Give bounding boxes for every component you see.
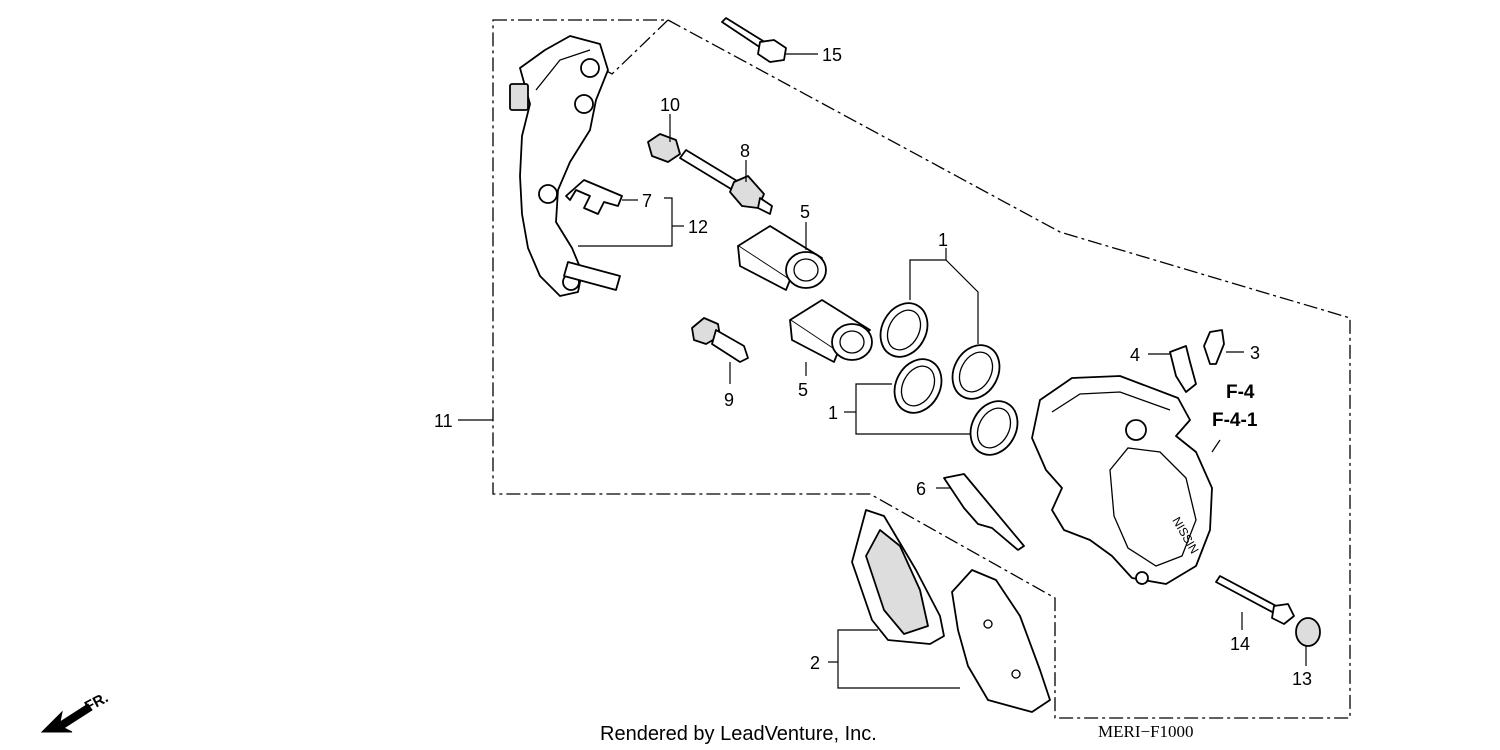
pin-cap-10 xyxy=(647,133,681,163)
callout-1-upper: 1 xyxy=(938,230,948,250)
caliper-bracket xyxy=(509,35,621,297)
callout-numbers: 15 10 8 7 12 5 1 9 5 1 11 6 2 4 3 14 13 xyxy=(434,45,1312,689)
footer-credit: Rendered by LeadVenture, Inc. xyxy=(600,723,877,745)
callout-11: 11 xyxy=(434,411,453,431)
callout-14: 14 xyxy=(1230,634,1250,654)
boot-13 xyxy=(1295,617,1321,647)
callout-6: 6 xyxy=(916,479,926,499)
callout-5-lower: 5 xyxy=(798,380,808,400)
reference-labels: F-4 F-4-1 xyxy=(1212,382,1258,431)
pad-spring-6 xyxy=(943,473,1025,551)
piston-lower xyxy=(789,299,873,363)
bolt-15 xyxy=(721,17,787,63)
callout-2: 2 xyxy=(810,653,820,673)
callout-15: 15 xyxy=(822,45,842,65)
callout-13: 13 xyxy=(1292,669,1312,689)
diagram-code: MERI−F1000 xyxy=(1098,722,1194,741)
front-direction-arrow: FR. xyxy=(40,689,111,733)
leader-lines xyxy=(458,53,1307,689)
pad-spring-clip xyxy=(565,179,623,215)
callout-9: 9 xyxy=(724,390,734,410)
piston-seals xyxy=(879,302,1019,456)
slide-pin-8 xyxy=(679,149,773,215)
bleeder-cap-4 xyxy=(1169,345,1197,393)
arrow-icon xyxy=(40,703,93,733)
piston-upper xyxy=(737,225,827,291)
callout-4: 4 xyxy=(1130,345,1140,365)
callout-7: 7 xyxy=(642,191,652,211)
bolt-9 xyxy=(691,317,749,363)
caliper-body: NISSIN xyxy=(1031,375,1213,585)
reference-f4: F-4 xyxy=(1226,382,1255,403)
callout-10: 10 xyxy=(660,95,680,115)
brake-pad-front xyxy=(851,509,945,645)
callout-8: 8 xyxy=(740,141,750,161)
callout-1-lower: 1 xyxy=(828,403,838,423)
callout-5-upper: 5 xyxy=(800,202,810,222)
pin-bolt-14 xyxy=(1215,575,1295,625)
brake-pad-rear xyxy=(951,569,1051,713)
callout-3: 3 xyxy=(1250,343,1260,363)
reference-f4-1: F-4-1 xyxy=(1212,410,1258,431)
bleeder-valve-3 xyxy=(1203,329,1225,365)
callout-12: 12 xyxy=(688,217,708,237)
